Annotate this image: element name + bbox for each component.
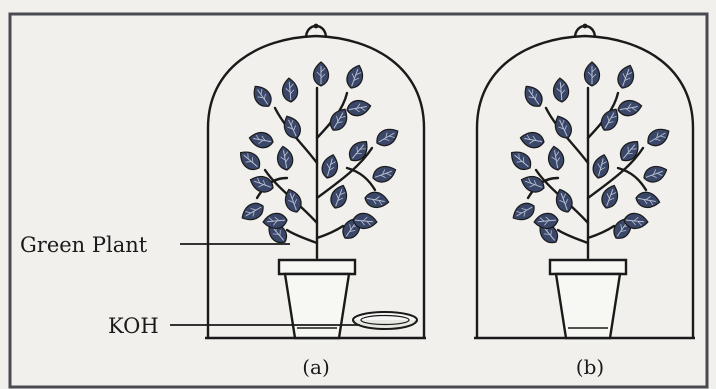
koh-label: KOH (108, 314, 159, 338)
panel-b-caption: (b) (576, 355, 604, 379)
panel-b: (b) (474, 24, 695, 379)
potted-plant-a (236, 62, 402, 338)
panel-a-caption: (a) (302, 355, 330, 379)
green-plant-label: Green Plant (20, 233, 148, 257)
koh-dish (353, 312, 417, 329)
potted-plant-b (507, 62, 673, 338)
